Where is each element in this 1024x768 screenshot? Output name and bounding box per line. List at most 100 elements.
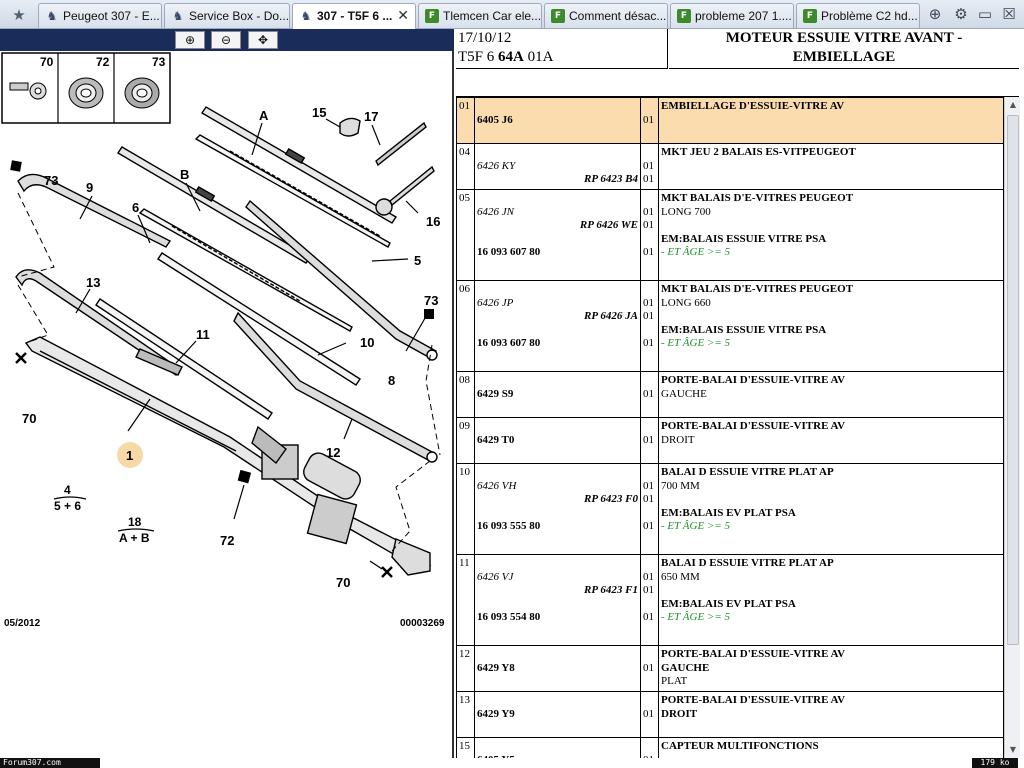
part-ref-line[interactable]: 6405 J6 — [477, 113, 513, 126]
header-date: 17/10/12 — [458, 30, 512, 46]
scroll-thumb[interactable] — [1007, 115, 1019, 645]
qty-line: 01 — [643, 433, 654, 446]
part-ref-line[interactable]: 6405 Y5 — [477, 754, 638, 759]
label-A: A — [259, 108, 269, 123]
guide-lines — [17, 192, 441, 552]
wrench-icon[interactable]: ⚙ — [954, 5, 968, 23]
description-line: EM:BALAIS EV PLAT PSA — [661, 506, 796, 519]
part-reference: 6426 JP RP 6426 JA 16 093 607 80 — [474, 280, 641, 372]
row-number: 15 — [456, 737, 475, 758]
qty-line — [643, 507, 656, 521]
part-ref-line[interactable]: 6429 Y8 — [477, 661, 515, 674]
peugeot-lion-icon: ♞ — [46, 9, 58, 23]
part-ref-line[interactable]: 6426 VJ — [477, 570, 514, 583]
peugeot-lion-icon: ♞ — [300, 9, 312, 23]
part-reference: 6429 T0 — [474, 417, 641, 464]
inset-label-72: 72 — [96, 55, 110, 69]
part-ref-line[interactable]: RP 6426 JA — [584, 310, 638, 322]
page-title: MOTEUR ESSUIE VITRE AVANT - EMBIELLAGE — [669, 29, 1019, 69]
part-reference: 6429 S9 — [474, 371, 641, 418]
diagram-ref: 00003269 — [400, 618, 445, 629]
inset-label-70: 70 — [40, 55, 54, 69]
qty-line: 01 — [643, 611, 654, 623]
callout-1-highlight[interactable]: 1 — [117, 442, 143, 468]
scroll-down-icon[interactable]: ▼ — [1009, 745, 1017, 754]
fastener-markers — [10, 160, 434, 484]
wiper-motor — [251, 425, 361, 545]
description-line: MKT JEU 2 BALAIS ES-VITPEUGEOT — [661, 146, 856, 158]
part-ref-line[interactable]: 16 093 607 80 — [477, 246, 541, 258]
zoom-pan-icon[interactable]: ✥ — [248, 31, 278, 49]
part-ref-line[interactable]: 6426 JP — [477, 296, 514, 309]
description-line: GAUCHE — [661, 661, 710, 674]
part-ref-line[interactable]: RP 6423 B4 — [584, 173, 638, 185]
description-line: BALAI D ESSUIE VITRE PLAT AP — [661, 466, 834, 478]
label-73-right: 73 — [424, 293, 438, 308]
tab-service-box[interactable]: ♞ Service Box - Do... — [164, 3, 290, 28]
description-line: CAPTEUR MULTIFONCTIONS — [661, 740, 819, 752]
tab-probleme-207[interactable]: F probleme 207 1.... — [670, 3, 794, 28]
star-icon[interactable]: ★ — [12, 6, 26, 24]
description-line: MKT BALAIS D'E-VITRES PEUGEOT — [661, 283, 854, 295]
part-reference: 6426 JN RP 6426 WE 16 093 607 80 — [474, 189, 641, 281]
description-line: EM:BALAIS ESSUIE VITRE PSA — [661, 232, 827, 245]
vertical-scrollbar[interactable]: ▲ ▼ — [1004, 97, 1020, 758]
part-ref-line[interactable]: 6426 KY — [477, 159, 516, 172]
part-ref-line[interactable]: 6426 JN — [477, 205, 514, 218]
close-window-icon[interactable]: ☒ — [1002, 5, 1016, 23]
part-ref-line[interactable]: 16 093 607 80 — [477, 337, 541, 349]
label-17: 17 — [364, 109, 378, 124]
part-ref-line[interactable]: RP 6423 F1 — [584, 584, 638, 596]
scroll-up-icon[interactable]: ▲ — [1009, 100, 1017, 109]
part-ref-line[interactable]: 16 093 555 80 — [477, 520, 541, 532]
fastener-inset: 70 72 73 — [1, 52, 171, 124]
tab-probleme-c2[interactable]: F Problème C2 hd... — [796, 3, 920, 28]
part-quantity: 01 — [640, 371, 659, 418]
tab-tlemcen-car[interactable]: F Tlemcen Car ele... — [418, 3, 542, 28]
qty-line: 01 — [643, 337, 654, 349]
part-description: CAPTEUR MULTIFONCTIONS — [658, 737, 1004, 758]
part-ref-line[interactable]: RP 6426 WE — [579, 219, 638, 231]
table-row[interactable]: 15 6405 Y5 01CAPTEUR MULTIFONCTIONS — [456, 737, 1004, 759]
zoom-out-icon[interactable]: ⊖ — [211, 31, 241, 49]
description-line: DROIT — [661, 433, 695, 446]
tab-307-t5f6[interactable]: ♞ 307 - T5F 6 ... ✕ — [292, 3, 416, 29]
part-ref-line[interactable]: 6429 T0 — [477, 433, 515, 446]
tab-close-icon[interactable]: ✕ — [397, 8, 409, 24]
zoom-toolbar: ⊕ ⊖ ✥ — [0, 29, 454, 51]
peugeot-lion-icon: ♞ — [172, 9, 184, 23]
qty-line: 01 — [643, 310, 654, 322]
zoom-in-icon[interactable]: ⊕ — [175, 31, 205, 49]
tab-peugeot-307[interactable]: ♞ Peugeot 307 - E... — [38, 3, 162, 28]
minimize-icon[interactable]: ▭ — [977, 5, 993, 23]
part-description: MKT JEU 2 BALAIS ES-VITPEUGEOT — [658, 143, 1004, 190]
label-10: 10 — [360, 335, 374, 350]
row-number: 05 — [456, 189, 475, 281]
part-ref-line[interactable]: 6426 VH — [477, 479, 517, 492]
part-description: EMBIELLAGE D'ESSUIE-VITRE AV — [658, 97, 1004, 144]
part-ref-line[interactable]: 6429 S9 — [477, 387, 514, 400]
new-tab-icon[interactable]: ⊕ — [928, 5, 942, 23]
part-ref-line[interactable]: 6429 Y9 — [477, 707, 515, 720]
tab-comment-desac[interactable]: F Comment désac... — [544, 3, 668, 28]
part-ref-line[interactable]: RP 6423 F0 — [584, 493, 638, 505]
label-16: 16 — [426, 214, 440, 229]
wiper-parts — [15, 106, 438, 576]
part-ref-line — [477, 507, 638, 521]
grommet-72-icon — [68, 77, 104, 109]
part-ref-line[interactable]: 16 093 554 80 — [477, 611, 541, 623]
